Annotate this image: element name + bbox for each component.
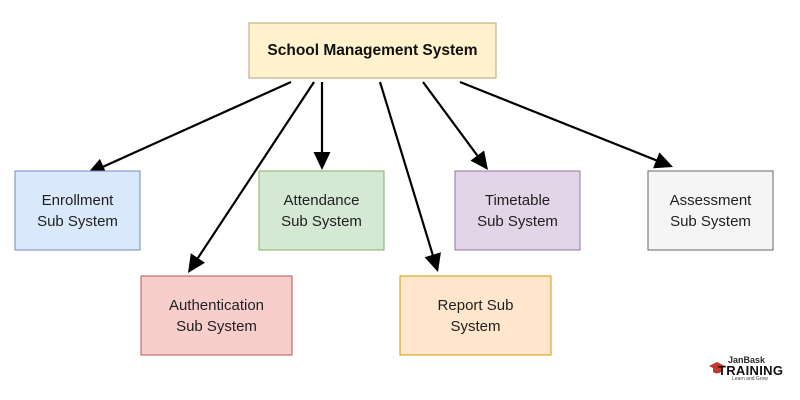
root-node[interactable]: School Management System <box>248 22 497 79</box>
node-label-line: Sub System <box>176 318 257 335</box>
edge-line <box>459 80 657 162</box>
edge-enrollment <box>87 80 292 175</box>
root-label: School Management System <box>267 42 477 59</box>
edge-line <box>378 81 434 256</box>
root-box <box>248 22 497 79</box>
arrowhead <box>424 252 441 272</box>
edge-timetable <box>422 81 488 170</box>
edge-line <box>196 81 315 259</box>
arrowhead <box>188 253 205 273</box>
node-box <box>399 275 552 356</box>
arrowhead <box>470 150 488 170</box>
janbask-logo: JanBask TRAINING Learn and Grow <box>708 356 790 382</box>
node-box <box>258 170 385 251</box>
node-label-line: Timetable <box>485 192 550 209</box>
edge-authentication <box>188 81 315 273</box>
edge-line <box>102 80 292 168</box>
node-box <box>454 170 581 251</box>
node-label-line: Report Sub <box>438 297 514 314</box>
node-box <box>140 275 293 356</box>
logo-top-text: JanBask <box>728 355 766 365</box>
logo-tagline: Learn and Grow <box>732 376 768 382</box>
logo-main-text: TRAINING <box>718 363 784 378</box>
node-label-line: System <box>450 318 500 335</box>
node-label-line: Authentication <box>169 297 264 314</box>
edge-attendance <box>313 82 331 170</box>
graduation-cap-icon <box>709 362 725 374</box>
node-label-line: Sub System <box>477 213 558 230</box>
edge-report <box>378 81 441 272</box>
node-label-line: Enrollment <box>42 192 115 209</box>
node-label-line: Sub System <box>281 213 362 230</box>
node-label-line: Attendance <box>284 192 360 209</box>
edge-assessment <box>459 80 673 169</box>
arrowhead <box>313 152 331 170</box>
edge-line <box>422 81 479 157</box>
node-box <box>647 170 774 251</box>
arrowhead <box>653 152 673 169</box>
edges-layer <box>87 80 673 273</box>
node-label-line: Sub System <box>670 213 751 230</box>
node-label-line: Sub System <box>37 213 118 230</box>
node-label-line: Assessment <box>670 192 753 209</box>
node-box <box>14 170 141 251</box>
arrowhead <box>87 158 107 175</box>
